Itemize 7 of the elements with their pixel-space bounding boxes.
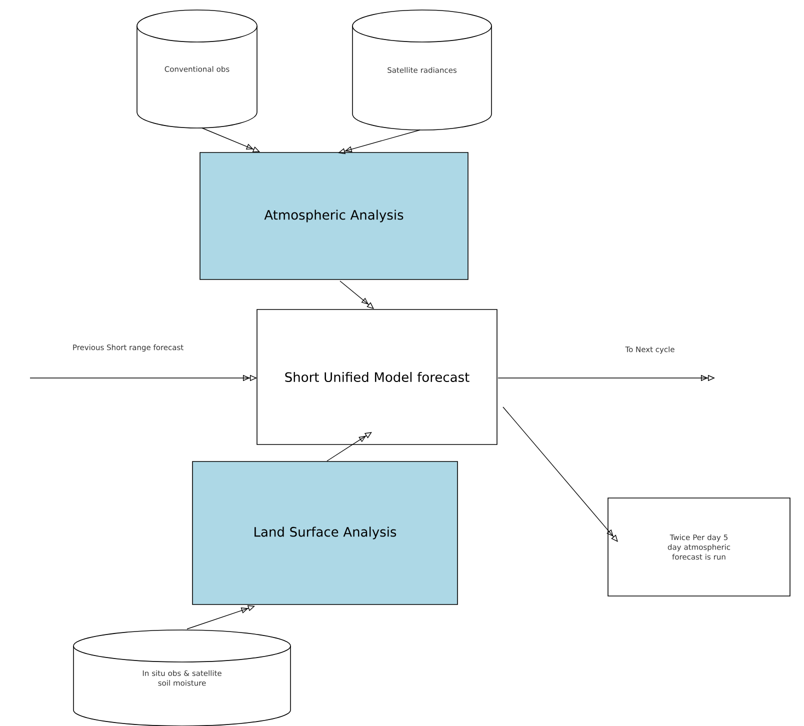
arrow — [502, 406, 618, 542]
arrow — [326, 432, 372, 462]
process-box: Atmospheric Analysis — [200, 152, 468, 280]
arrow — [202, 128, 260, 152]
process-box: Short Unified Model forecast — [256, 309, 498, 445]
arrow — [340, 280, 374, 309]
process-box: Land Surface Analysis — [192, 461, 458, 605]
